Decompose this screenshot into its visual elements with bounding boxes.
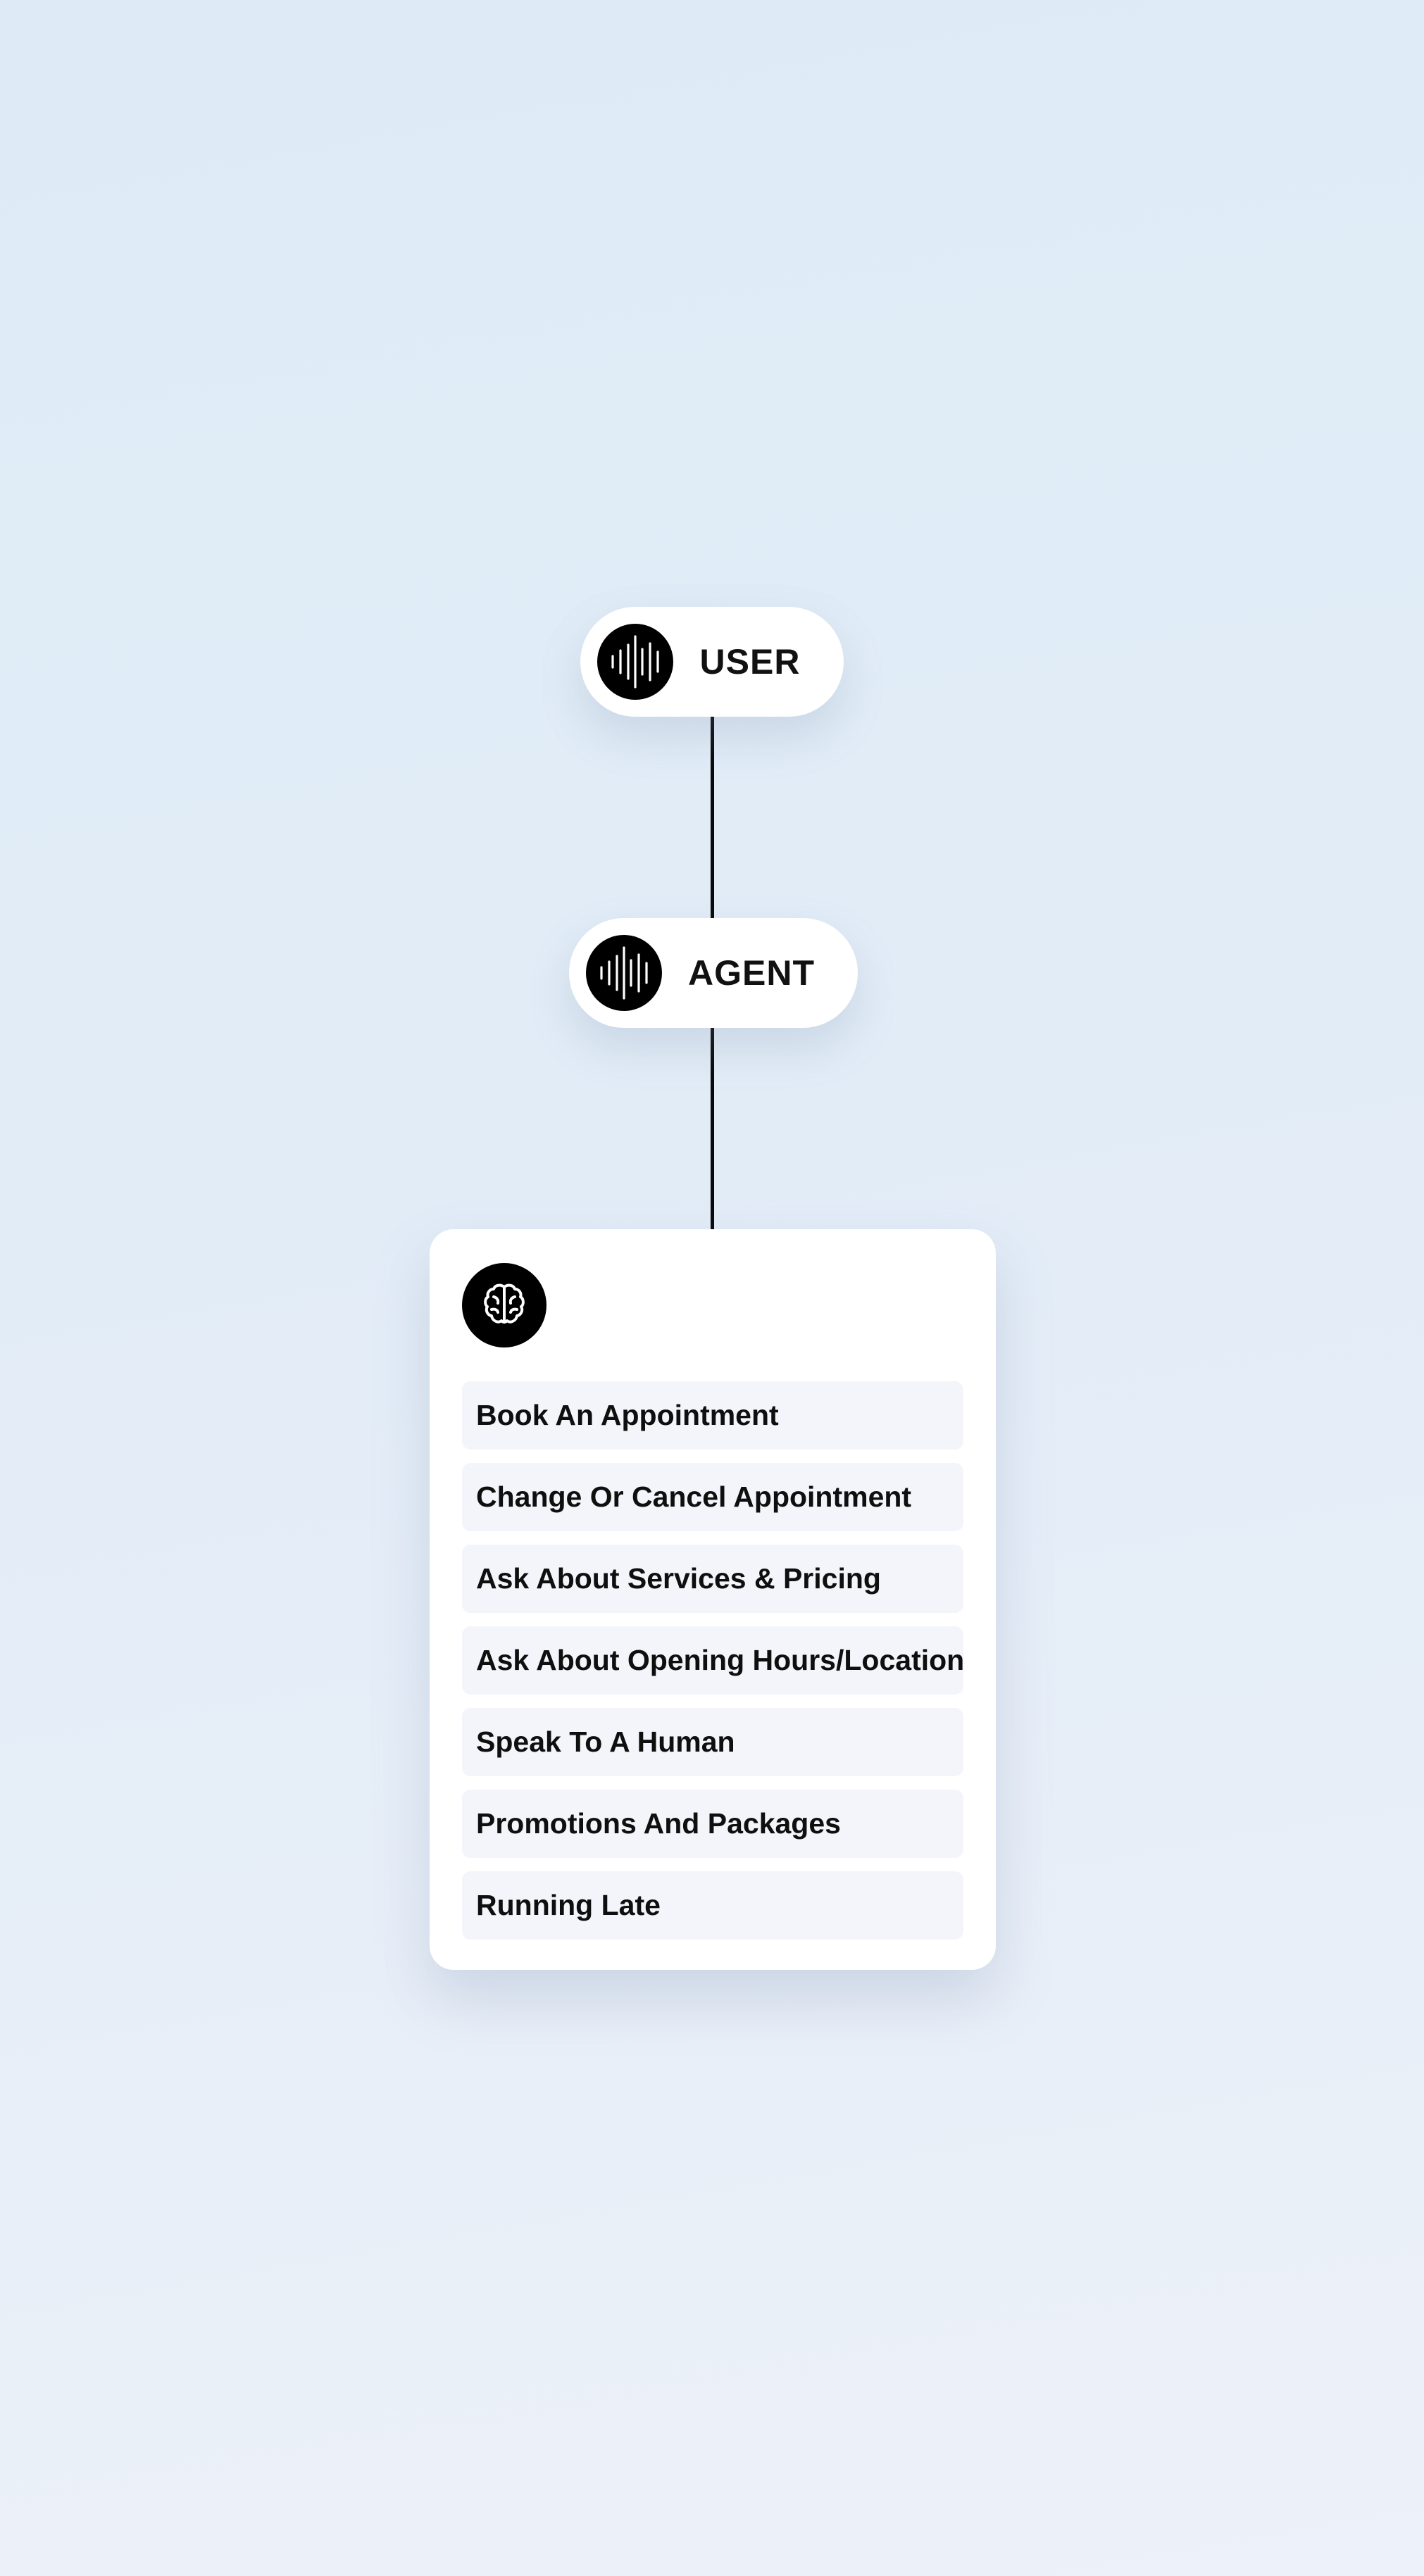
- intent-item-running-late[interactable]: Running Late: [462, 1871, 963, 1940]
- agent-intents-connector: [711, 1026, 714, 1230]
- intent-list: Book An Appointment Change Or Cancel App…: [462, 1381, 963, 1940]
- intent-item-change-cancel-appointment[interactable]: Change Or Cancel Appointment: [462, 1463, 963, 1531]
- intent-item-opening-hours-location[interactable]: Ask About Opening Hours/Location: [462, 1626, 963, 1695]
- brain-icon: [462, 1263, 547, 1347]
- agent-node-label: AGENT: [688, 953, 815, 993]
- intent-item-book-appointment[interactable]: Book An Appointment: [462, 1381, 963, 1450]
- waveform-icon: [586, 935, 662, 1011]
- user-node[interactable]: USER: [580, 607, 844, 717]
- intent-item-services-pricing[interactable]: Ask About Services & Pricing: [462, 1545, 963, 1613]
- waveform-icon: [597, 624, 673, 700]
- agent-node[interactable]: AGENT: [569, 918, 858, 1028]
- user-agent-connector: [711, 715, 714, 920]
- intent-item-speak-to-human[interactable]: Speak To A Human: [462, 1708, 963, 1776]
- intent-item-promotions-packages[interactable]: Promotions And Packages: [462, 1790, 963, 1858]
- intent-card: Book An Appointment Change Or Cancel App…: [430, 1229, 996, 1970]
- user-node-label: USER: [699, 642, 801, 681]
